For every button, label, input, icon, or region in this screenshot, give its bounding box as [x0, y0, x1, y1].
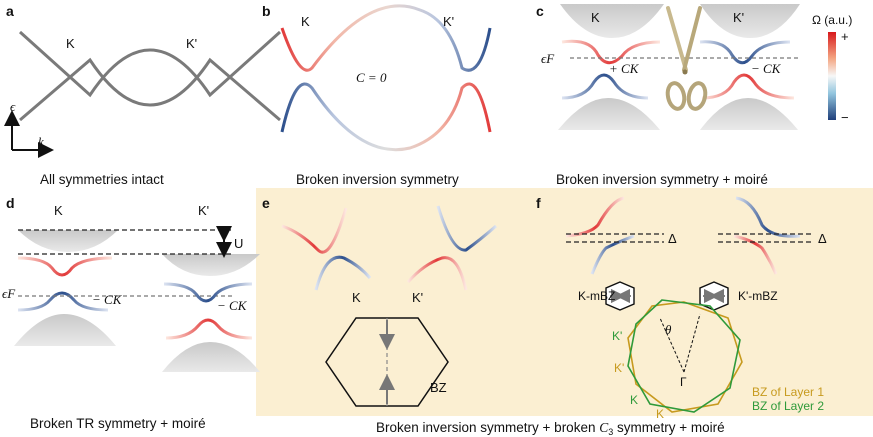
band-c-left-upper: [561, 39, 661, 65]
colorbar-title: Ω (a.u.): [812, 13, 852, 27]
caption-ef-sub: 3: [608, 427, 613, 437]
valley-b-left: K: [301, 14, 310, 29]
ef-highlight-bg: [256, 188, 873, 416]
valley-a-left: K: [66, 36, 75, 51]
band-f-right-lower: [733, 234, 778, 275]
band-c-right-lower: [701, 73, 795, 100]
valley-a-right: K': [186, 36, 197, 51]
colorbar-max: +: [841, 29, 849, 44]
cap-c-top-right: [700, 4, 800, 38]
cap-d-top-left: [18, 230, 118, 252]
chern-c-right: − CK: [751, 61, 782, 76]
cap-c-bottom-left: [558, 98, 660, 130]
valley-c-left: K: [591, 10, 600, 25]
gamma-label: Γ: [680, 375, 687, 389]
panel-f-letter: f: [536, 195, 541, 211]
band-a-lower: [19, 57, 281, 122]
colorbar-min: −: [841, 110, 849, 125]
caption-d: Broken TR symmetry + moiré: [30, 416, 206, 431]
theta-label: θ: [665, 322, 672, 337]
valley-b-right: K': [443, 14, 454, 29]
cap-d-bottom-right: [162, 342, 260, 372]
panel-b: b K K' C = 0 Broken inversion symmetry: [262, 3, 492, 187]
valley-d-right: K': [198, 203, 209, 218]
chern-b: C = 0: [356, 70, 387, 85]
chern-d-left: − CK: [92, 292, 123, 307]
bz-label-e: BZ: [430, 380, 447, 395]
corner-label-2: K': [614, 361, 624, 375]
panel-b-letter: b: [262, 3, 271, 19]
band-e-left-lower: [314, 255, 372, 291]
caption-ef: Broken inversion symmetry + broken C3 sy…: [376, 420, 725, 437]
band-f-left-lower: [590, 234, 635, 275]
panel-e-letter: e: [262, 195, 270, 211]
theta-line-2: [683, 313, 701, 373]
band-c-right-upper: [699, 40, 791, 65]
bz-hexagon-e: [325, 317, 449, 407]
fermi-label-d: ϵF: [2, 286, 16, 301]
corner-label-4: K: [656, 407, 664, 421]
band-e-right-upper: [436, 205, 497, 252]
band-f-right-upper: [735, 196, 801, 238]
band-e-right-lower: [406, 256, 468, 291]
band-a-upper: [18, 30, 282, 98]
valley-c-right: K': [733, 10, 744, 25]
cap-c-top-left: [560, 4, 664, 38]
caption-ef-c: C: [599, 420, 609, 435]
corner-label-1: K': [612, 329, 622, 343]
band-d-right-upper: [163, 282, 253, 303]
corner-label-3: K: [630, 393, 638, 407]
chern-d-right: − CK: [217, 298, 248, 313]
axis-energy-label: ϵ: [10, 99, 16, 114]
gap-label-f-left: Δ: [668, 231, 677, 246]
fermi-label-c: ϵF: [541, 51, 555, 66]
chern-c-left: + CK: [609, 61, 640, 76]
cap-d-bottom-left: [14, 314, 116, 346]
panel-c: c K K' ϵF + CK − CK Ω (a.u.) + − Broken …: [536, 3, 852, 187]
panel-a: a K K' ϵ k All symmetries intact: [4, 3, 282, 187]
band-d-left-lower: [17, 291, 109, 312]
cap-c-bottom-right: [700, 98, 798, 130]
panel-f: f Δ Δ K-mBZ K'-mBZ θ Γ K' K' K K BZ of L…: [536, 195, 827, 421]
scissors-icon: [665, 6, 708, 111]
valley-d-left: K: [54, 203, 63, 218]
band-d-right-lower: [165, 318, 253, 340]
band-b-upper: [280, 4, 492, 72]
gap-label-f-right: Δ: [818, 231, 827, 246]
legend-layer1: BZ of Layer 1: [752, 385, 824, 399]
band-c-left-lower: [561, 73, 649, 100]
valley-e-right: K': [412, 290, 423, 305]
band-d-left-upper: [17, 256, 113, 277]
bz-layer2: [627, 299, 741, 413]
caption-c: Broken inversion symmetry + moiré: [556, 172, 768, 187]
axis-momentum-label: k: [38, 134, 44, 149]
panel-d: d K K' U ϵF − CK − CK Broken TR symmetry…: [2, 195, 260, 431]
panel-a-letter: a: [6, 3, 14, 19]
panel-c-letter: c: [536, 3, 544, 19]
colorbar: [828, 32, 836, 120]
caption-b: Broken inversion symmetry: [296, 172, 459, 187]
valley-e-left: K: [352, 290, 361, 305]
panel-d-letter: d: [6, 195, 15, 211]
mbz-label-right: K'-mBZ: [738, 289, 778, 303]
legend-layer2: BZ of Layer 2: [752, 399, 824, 413]
band-b-lower: [280, 82, 492, 152]
caption-ef-post: symmetry + moiré: [613, 420, 724, 435]
band-e-left-upper: [281, 207, 348, 254]
caption-a: All symmetries intact: [40, 172, 164, 187]
shift-label-d: U: [234, 236, 243, 251]
caption-ef-pre: Broken inversion symmetry + broken: [376, 420, 599, 435]
cap-d-top-right: [162, 254, 260, 276]
mbz-label-left: K-mBZ: [578, 289, 615, 303]
panel-e: e K K' BZ: [262, 195, 497, 407]
